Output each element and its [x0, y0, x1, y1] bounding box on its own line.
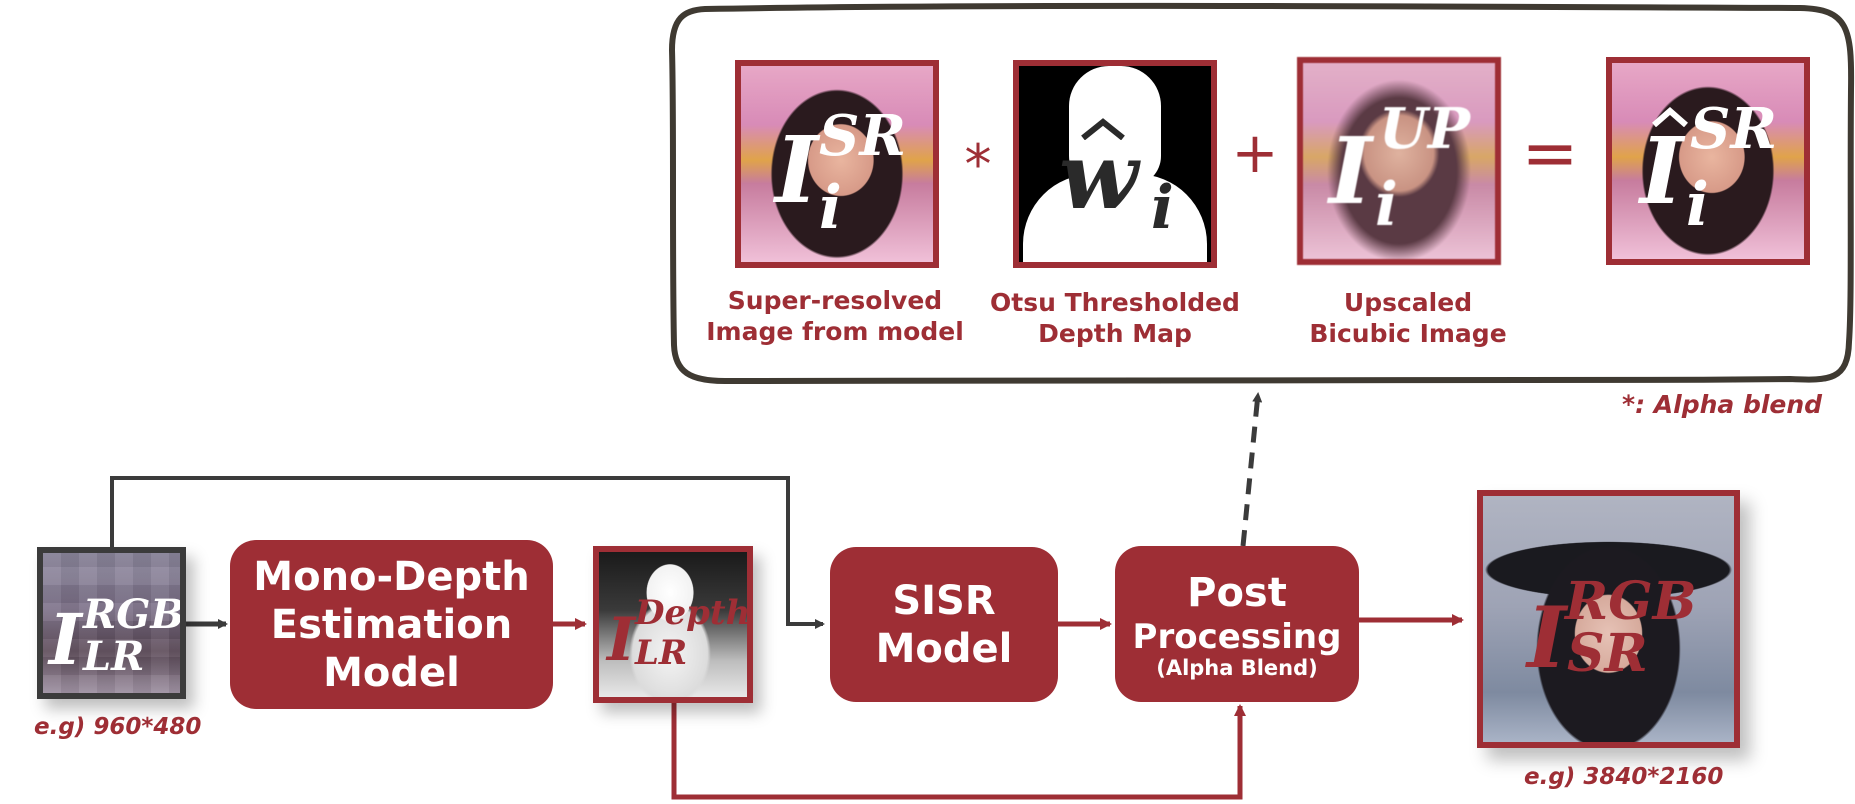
term-4-superscript: SR [1690, 96, 1777, 162]
depth-superscript: Depth [635, 593, 751, 633]
mask-shoulders [1023, 174, 1207, 262]
output-sr-image-tile: I RGB SR [1477, 490, 1740, 748]
operator-equals: = [1521, 114, 1579, 193]
sisr-line-2: Model [875, 625, 1013, 672]
caption-otsu-depth-map: Otsu Thresholded Depth Map [990, 288, 1240, 349]
input-lr-image-tile: I RGB LR [37, 547, 186, 699]
post-line-3: (Alpha Blend) [1156, 655, 1318, 680]
output-subscript: SR [1567, 623, 1648, 684]
caption-super-resolved: Super-resolved Image from model [706, 286, 964, 347]
depth-symbol: I [607, 605, 636, 675]
output-size-note: e.g) 3840*2160 [1524, 764, 1724, 790]
output-superscript: RGB [1565, 571, 1697, 632]
input-size-note: e.g) 960*480 [34, 714, 202, 740]
output-symbol: I [1527, 588, 1567, 687]
post-line-2: Processing [1132, 617, 1342, 658]
term-4-hat [1652, 107, 1688, 128]
mask-silhouette [1069, 66, 1161, 186]
super-resolved-image-tile: I SR i [735, 60, 939, 268]
sisr-model-box: SISR Model [830, 547, 1058, 702]
otsu-depth-map-tile: w i [1013, 60, 1217, 268]
depth-subscript: LR [635, 633, 688, 673]
input-symbol: I [49, 598, 82, 681]
post-line-1: Post [1187, 570, 1287, 617]
operator-plus: + [1231, 121, 1279, 186]
term-1-symbol: I [775, 116, 819, 224]
skip-arrow [110, 476, 825, 629]
dashed-arrow-post-to-panel [1240, 392, 1263, 547]
caption-upscaled-bicubic: Upscaled Bicubic Image [1309, 288, 1507, 349]
term-2-subscript: i [1151, 173, 1174, 243]
term-3-subscript: i [1375, 170, 1398, 240]
lr-depth-map-tile: I Depth LR [593, 546, 753, 703]
mono-depth-line-2: Estimation [270, 601, 513, 648]
mono-depth-estimation-model-box: Mono-Depth Estimation Model [230, 540, 553, 709]
blend-panel-border [668, 2, 1855, 385]
post-processing-box: Post Processing (Alpha Blend) [1115, 546, 1359, 702]
term-3-symbol: I [1329, 117, 1373, 225]
term-3-superscript: UP [1379, 96, 1470, 162]
input-subscript: LR [83, 633, 145, 680]
mono-depth-line-1: Mono-Depth [253, 553, 530, 600]
mono-depth-line-3: Model [323, 649, 460, 696]
alpha-blend-legend: *: Alpha blend [1622, 390, 1823, 419]
term-4-subscript: i [1686, 170, 1709, 240]
operator-alpha-blend: * [964, 133, 992, 196]
term-2-symbol: w [1059, 122, 1139, 230]
term-1-superscript: SR [819, 103, 906, 169]
upscaled-bicubic-image-tile: I UP i [1297, 57, 1501, 265]
arrow-depth-map-to-post [671, 703, 1246, 800]
term-4-symbol: I [1640, 117, 1684, 225]
blended-result-tile: I SR i [1606, 57, 1810, 265]
term-2-hat [1081, 118, 1125, 141]
term-1-subscript: i [819, 173, 842, 243]
sisr-line-1: SISR [892, 577, 996, 624]
input-superscript: RGB [83, 591, 185, 638]
